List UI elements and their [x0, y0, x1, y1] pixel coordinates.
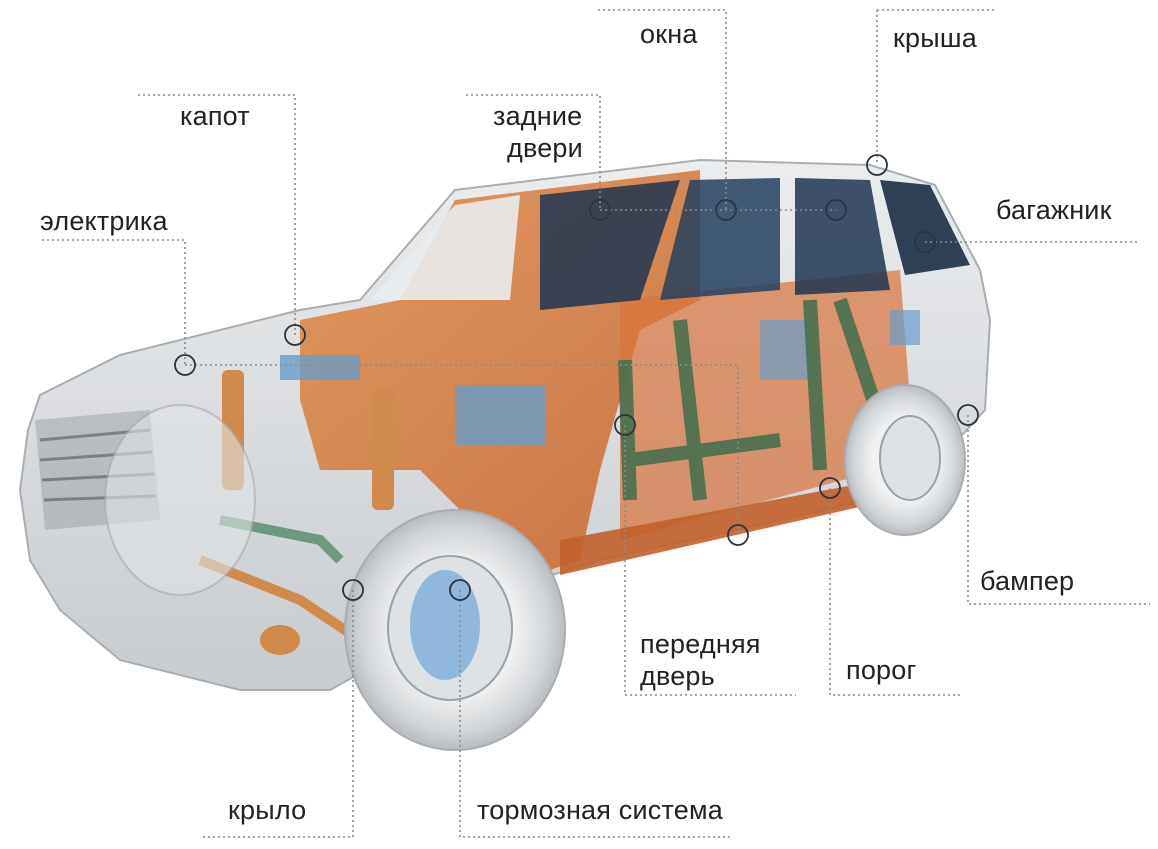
leader-lines	[42, 9, 1150, 838]
front-left-wheel	[104, 404, 256, 596]
label-bumper: бампер	[980, 566, 1075, 596]
blue-modules	[280, 310, 920, 445]
label-electrics: электрика	[40, 206, 168, 236]
rear-wheel	[844, 384, 966, 536]
label-roof: крыша	[893, 23, 977, 53]
label-brake-system: тормозная система	[477, 795, 723, 825]
label-windows: окна	[640, 19, 698, 49]
label-trunk: багажник	[996, 195, 1112, 225]
windows	[370, 178, 970, 310]
label-front-door: передняя дверь	[640, 629, 761, 691]
front-wheel	[344, 509, 566, 751]
label-hood: капот	[180, 101, 250, 131]
label-sill: порог	[846, 655, 917, 685]
label-rear-doors: задние двери	[493, 101, 583, 163]
part-markers	[174, 154, 979, 601]
label-fender: крыло	[228, 795, 307, 825]
